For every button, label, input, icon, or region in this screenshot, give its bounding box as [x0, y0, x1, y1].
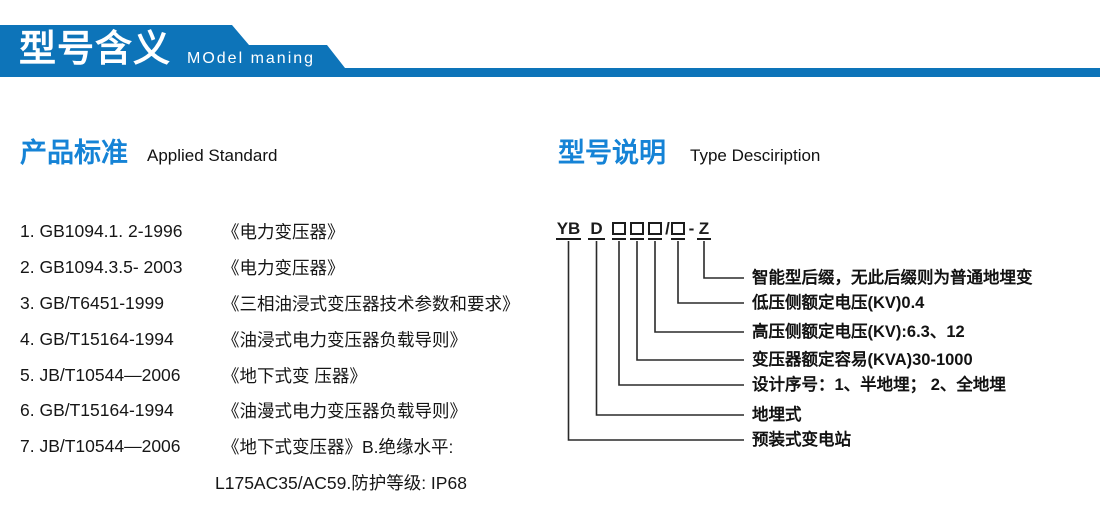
model-label-capacity: 变压器额定容易(KVA)30-1000 — [752, 351, 973, 369]
standard-row: 7. JB/T10544—2006 《地下式变压器》B.绝缘水平: — [20, 429, 550, 465]
standard-row: 4. GB/T15164-1994 《油浸式电力变压器负载导则》 — [20, 321, 550, 357]
model-label-prefab-substation: 预装式变电站 — [752, 431, 851, 449]
standard-code: 3. GB/T6451-1999 — [20, 292, 164, 313]
standard-row: 2. GB1094.3.5- 2003 《电力变压器》 — [20, 250, 550, 286]
model-code-second: D — [588, 219, 605, 240]
standard-code: 1. GB1094.1. 2-1996 — [20, 221, 183, 242]
standard-row: 6. GB/T15164-1994 《油漫式电力变压器负载导则》 — [20, 393, 550, 429]
model-code-box-2 — [630, 219, 644, 240]
model-code-suffix: Z — [697, 219, 711, 240]
model-code-box-4 — [671, 219, 685, 240]
standard-continuation: L175AC35/AC59.防护等级: IP68 — [215, 472, 467, 493]
model-code-hyphen: - — [688, 219, 695, 238]
standard-title: 《电力变压器》 — [222, 258, 345, 279]
banner-shape — [0, 25, 1100, 77]
page-title: 型号含义 — [19, 28, 171, 69]
model-code-prefix: YB — [556, 219, 581, 240]
placeholder-box-icon — [630, 222, 644, 235]
model-label-design-serial: 设计序号：1、半地埋； 2、全地埋 — [752, 376, 1006, 394]
type-section-subtitle: Type Desciription — [690, 146, 821, 165]
model-code-box-1 — [612, 219, 626, 240]
model-label-smart-suffix: 智能型后缀，无此后缀则为普通地埋变 — [752, 269, 1033, 287]
placeholder-box-icon — [612, 222, 626, 235]
standard-code: 4. GB/T15164-1994 — [20, 328, 174, 349]
standard-row-continuation: L175AC35/AC59.防护等级: IP68 — [20, 465, 550, 501]
standard-code: 6. GB/T15164-1994 — [20, 400, 174, 421]
standard-code: 2. GB1094.3.5- 2003 — [20, 257, 183, 278]
standard-title: 《油浸式电力变压器负载导则》 — [222, 329, 467, 350]
standard-title: 《地下式变压器》B.绝缘水平: — [222, 437, 454, 458]
standard-row: 5. JB/T10544—2006 《地下式变 压器》 — [20, 357, 550, 393]
model-code-box-3 — [648, 219, 662, 240]
standards-list: 1. GB1094.1. 2-1996 《电力变压器》 2. GB1094.3.… — [20, 214, 550, 500]
model-label-buried-type: 地埋式 — [752, 406, 802, 424]
standards-section-title: 产品标准 — [20, 138, 128, 168]
model-label-hv-voltage: 高压侧额定电压(KV):6.3、12 — [752, 323, 965, 341]
placeholder-box-icon — [671, 222, 685, 235]
page-subtitle: MOdel maning — [187, 50, 316, 67]
standard-title: 《油漫式电力变压器负载导则》 — [222, 401, 467, 422]
model-label-lv-voltage: 低压侧额定电压(KV)0.4 — [752, 294, 925, 312]
standard-code: 7. JB/T10544—2006 — [20, 436, 181, 457]
placeholder-box-icon — [648, 222, 662, 235]
standard-title: 《电力变压器》 — [222, 222, 345, 243]
standard-title: 《地下式变 压器》 — [222, 365, 367, 386]
standard-row: 3. GB/T6451-1999 《三相油浸式变压器技术参数和要求》 — [20, 286, 550, 322]
standard-row: 1. GB1094.1. 2-1996 《电力变压器》 — [20, 214, 550, 250]
standard-code: 5. JB/T10544—2006 — [20, 364, 181, 385]
model-code-slash: / — [665, 219, 670, 238]
standard-title: 《三相油浸式变压器技术参数和要求》 — [222, 293, 520, 314]
standards-section-subtitle: Applied Standard — [147, 146, 278, 165]
type-section-title: 型号说明 — [558, 138, 666, 168]
